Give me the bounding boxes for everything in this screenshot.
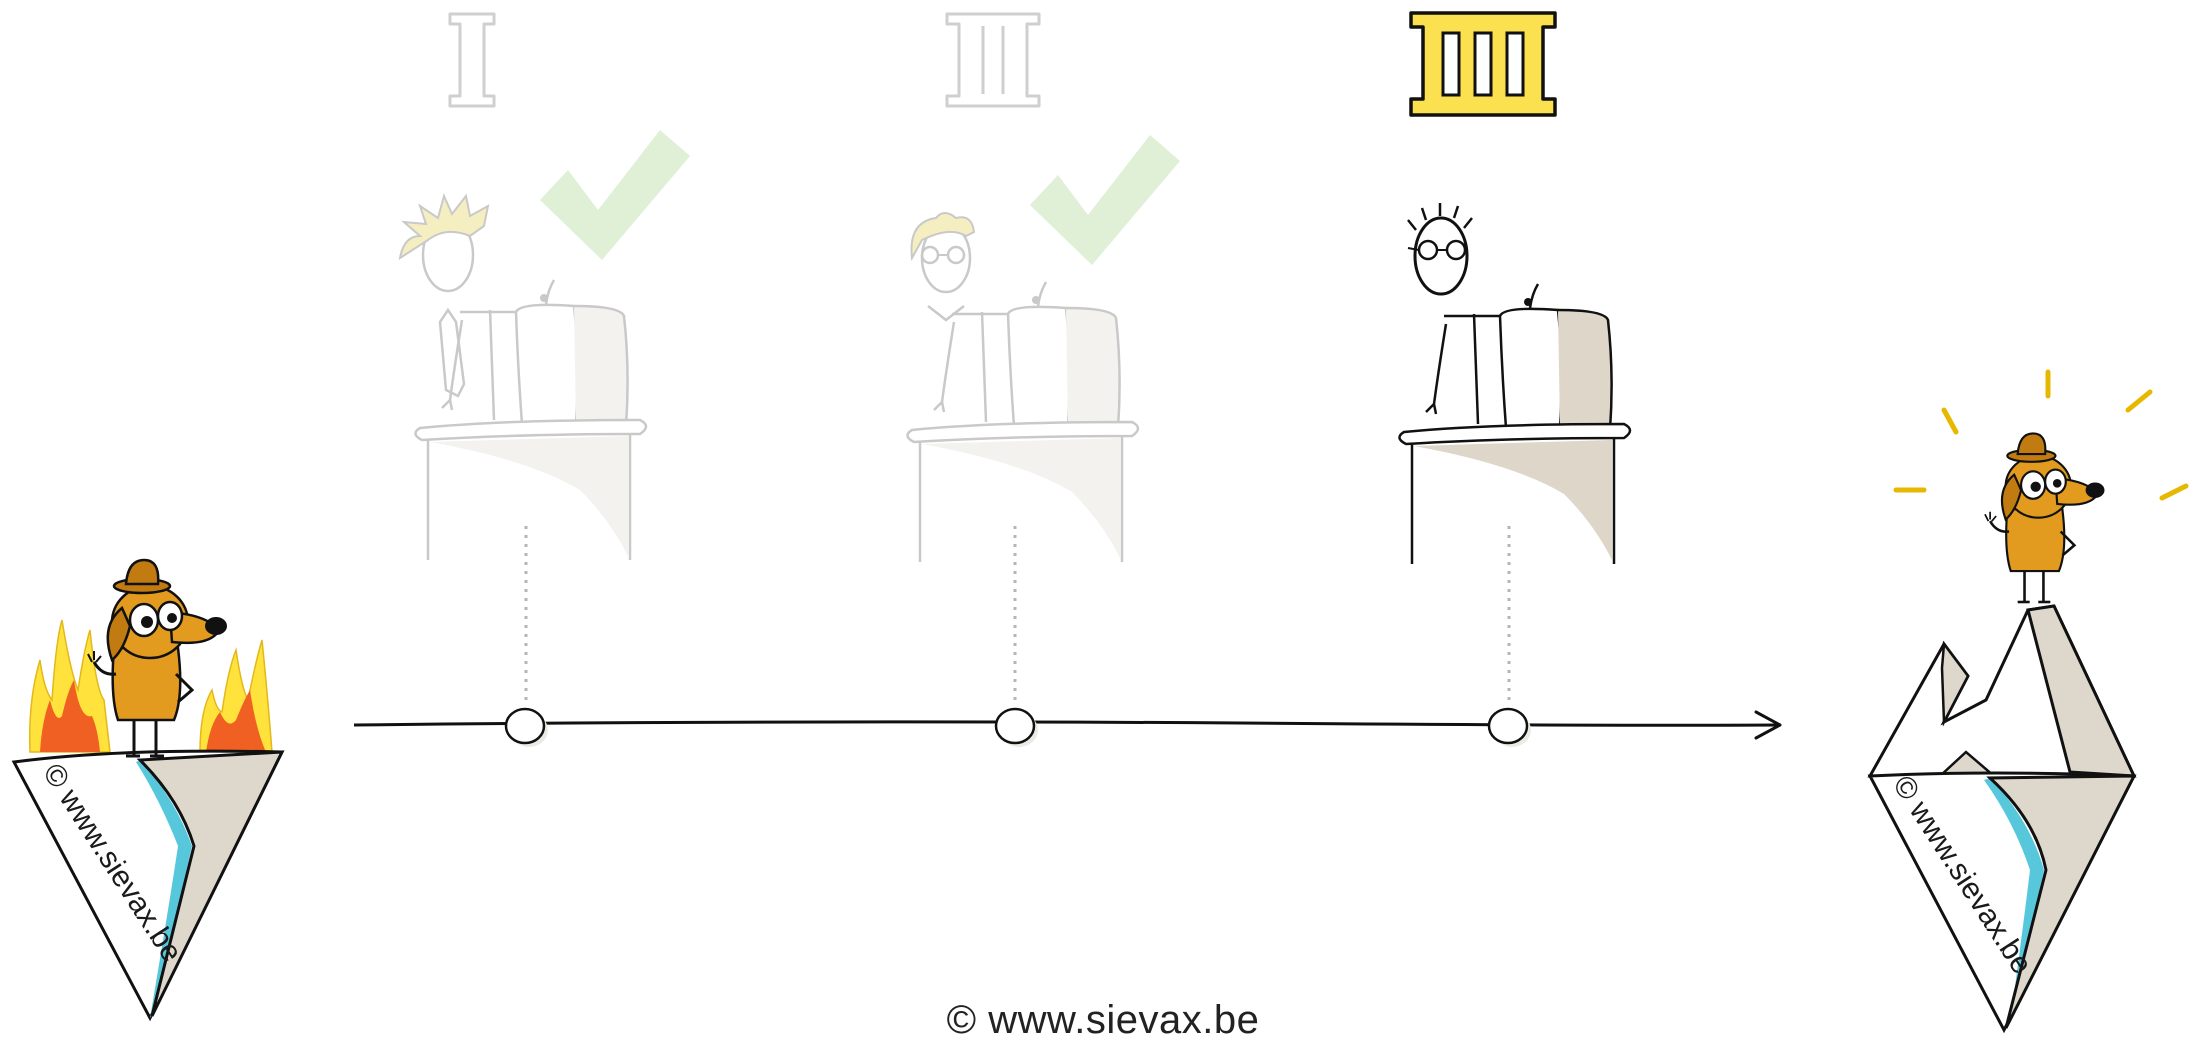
stage-3-milestone [1489,709,1531,747]
stage-2-numeral [947,14,1039,106]
left-island: © www.sievax.be [14,560,282,1018]
stage-3-speaker [1399,203,1630,564]
right-dog-icon [1985,433,2105,602]
stage-1-numeral [450,14,494,106]
timeline-axis [354,722,1778,725]
stage-2-milestone [996,709,1038,747]
stage-2-speaker [907,213,1138,562]
stage-2-check-icon [1030,135,1180,265]
right-island: © www.sievax.be [1870,372,2186,1030]
footer-credit: © www.sievax.be [0,998,2206,1043]
stage-3-numeral [1411,13,1555,115]
stage-1-milestone [506,709,548,747]
stage-1-check-icon [540,130,690,260]
